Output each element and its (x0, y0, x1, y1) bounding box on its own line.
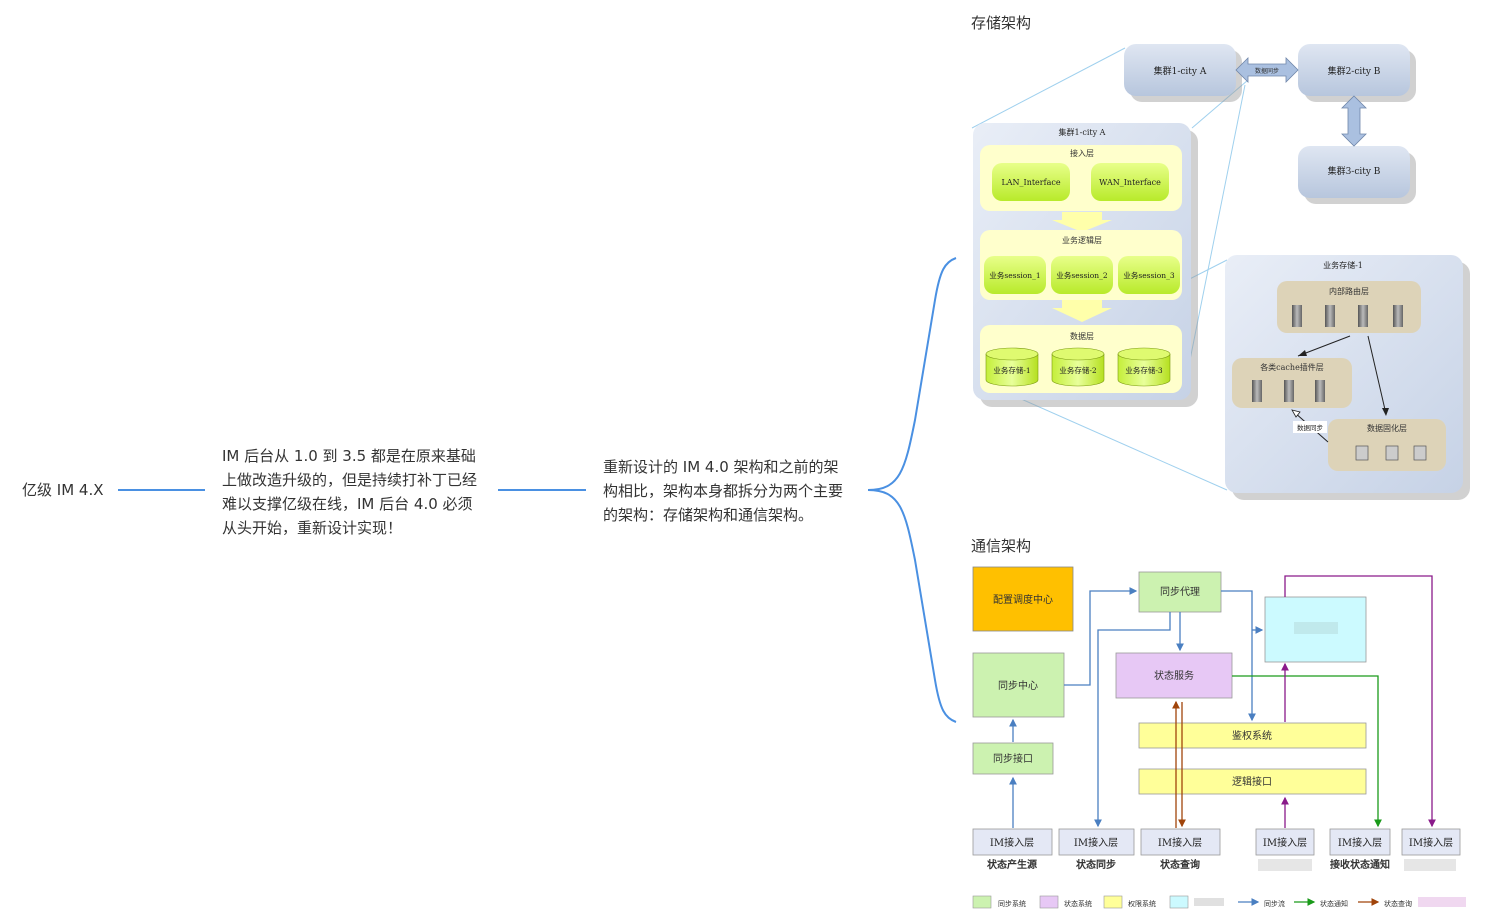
node-redesign[interactable]: 重新设计的 IM 4.0 架构和之前的架构相比，架构本身都拆分为两个主要的架构：… (603, 458, 844, 524)
svg-text:业务session_1: 业务session_1 (989, 270, 1040, 280)
sync-arrow-vertical (1341, 95, 1367, 147)
svg-text:业务逻辑层: 业务逻辑层 (1062, 235, 1102, 245)
svg-text:状态查询: 状态查询 (1160, 858, 1200, 871)
svg-text:权限系统: 权限系统 (1128, 899, 1156, 908)
svg-text:配置调度中心: 配置调度中心 (993, 593, 1053, 606)
svg-text:IM接入层: IM接入层 (1263, 836, 1307, 849)
auth-system-box (1138, 722, 1367, 749)
connector-node2-comm (867, 489, 957, 723)
storage-title[interactable]: 存储架构 (971, 14, 1032, 32)
sync-interface-box (972, 742, 1054, 775)
svg-text:IM接入层: IM接入层 (1409, 836, 1453, 849)
comm-title[interactable]: 通信架构 (971, 537, 1032, 555)
status-service-box (1115, 652, 1233, 699)
svg-text:业务存储-1: 业务存储-1 (1323, 260, 1363, 270)
store-detail-panel: 业务存储-1 内部路由层 各类cache插件层 数据固化层 数据同步 (1225, 255, 1470, 500)
comm-legend: 同步系统 状态系统 权限系统 同步流 状态通知 状态查询 (972, 895, 1466, 909)
svg-text:数据固化层: 数据固化层 (1367, 423, 1407, 433)
svg-text:同步接口: 同步接口 (993, 752, 1033, 765)
svg-text:业务session_3: 业务session_3 (1123, 270, 1174, 280)
svg-text:业务存储-2: 业务存储-2 (1059, 365, 1097, 375)
svg-text:同步中心: 同步中心 (998, 679, 1038, 692)
cluster-b2-box: 集群2-city B (1298, 44, 1416, 102)
svg-text:逻辑接口: 逻辑接口 (1232, 775, 1272, 788)
svg-text:接入层: 接入层 (1070, 148, 1094, 158)
svg-text:接收状态通知: 接收状态通知 (1330, 858, 1390, 871)
comm-diagram: 配置调度中心 同步代理 同步中心 状态服务 鉴权系统 逻辑接口 同步接口 IM接… (972, 566, 1466, 909)
svg-text:状态查询: 状态查询 (1384, 899, 1412, 908)
cluster-b3-label: 集群3-city B (1328, 165, 1381, 177)
sync-center-box (972, 652, 1065, 718)
cluster-a-label: 集群1-city A (1154, 65, 1207, 77)
svg-text:状态同步: 状态同步 (1076, 858, 1116, 871)
cluster-b2-label: 集群2-city B (1328, 65, 1381, 77)
svg-text:状态系统: 状态系统 (1064, 899, 1092, 908)
svg-text:业务存储-3: 业务存储-3 (1125, 365, 1163, 375)
sync-label-h: 数据同步 (1255, 67, 1279, 75)
blurred-box (1264, 596, 1367, 663)
logic-interface-box (1138, 768, 1367, 795)
svg-text:LAN_Interface: LAN_Interface (1001, 178, 1060, 187)
cluster-a-box: 集群1-city A (1124, 44, 1242, 102)
node-background[interactable]: IM 后台从 1.0 到 3.5 都是在原来基础上做改造升级的，但是持续打补丁已… (222, 447, 478, 537)
svg-text:WAN_Interface: WAN_Interface (1099, 178, 1161, 187)
svg-text:IM接入层: IM接入层 (990, 836, 1034, 849)
config-center-box (972, 566, 1074, 632)
cluster-detail-panel: 集群1-city A 接入层 LAN_Interface WAN_Interfa… (973, 123, 1198, 407)
root-node[interactable]: 亿级 IM 4.X (22, 481, 104, 499)
svg-text:各类cache插件层: 各类cache插件层 (1260, 362, 1324, 372)
svg-text:IM接入层: IM接入层 (1158, 836, 1202, 849)
svg-text:状态产生源: 状态产生源 (987, 858, 1037, 871)
svg-text:状态通知: 状态通知 (1320, 899, 1348, 908)
svg-text:状态服务: 状态服务 (1154, 669, 1194, 682)
svg-text:内部路由层: 内部路由层 (1329, 286, 1369, 296)
svg-text:同步系统: 同步系统 (998, 899, 1026, 908)
svg-text:数据同步: 数据同步 (1297, 423, 1324, 432)
cluster-b3-box: 集群3-city B (1298, 146, 1416, 204)
svg-text:业务session_2: 业务session_2 (1056, 270, 1107, 280)
svg-text:数据层: 数据层 (1070, 331, 1094, 341)
svg-text:同步流: 同步流 (1264, 899, 1285, 908)
svg-text:集群1-city A: 集群1-city A (1059, 127, 1106, 137)
svg-text:鉴权系统: 鉴权系统 (1232, 729, 1272, 742)
svg-text:IM接入层: IM接入层 (1338, 836, 1382, 849)
access-boxes: IM接入层 IM接入层 IM接入层 IM接入层 IM接入层 IM接入层 (972, 828, 1461, 856)
access-captions: 状态产生源 状态同步 状态查询 接收状态通知 (987, 858, 1456, 871)
svg-text:同步代理: 同步代理 (1160, 586, 1200, 598)
storage-diagram: 集群1-city A 集群2-city B 集群3-city B 数据同步 集群… (971, 44, 1470, 500)
sync-arrow-horizontal: 数据同步 (1235, 57, 1299, 83)
svg-text:IM接入层: IM接入层 (1074, 836, 1118, 849)
svg-text:业务存储-1: 业务存储-1 (993, 365, 1030, 375)
connector-node2-storage (867, 257, 957, 491)
